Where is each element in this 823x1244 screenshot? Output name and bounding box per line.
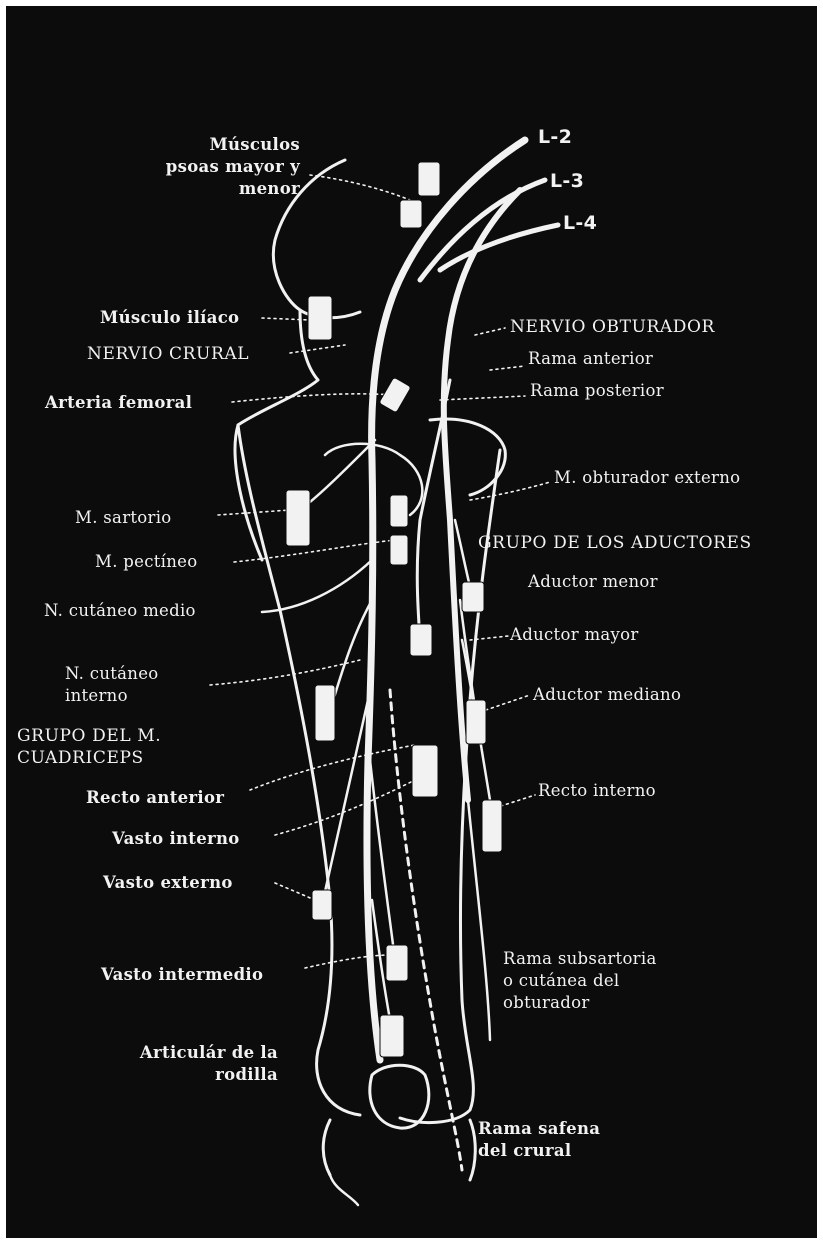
label-rama-anterior: Rama anterior	[528, 348, 653, 370]
label-grupo-aductores: GRUPO DE LOS ADUCTORES	[478, 532, 752, 554]
label-nervio-crural: NERVIO CRURAL	[87, 343, 249, 365]
label-arteria-femoral: Arteria femoral	[45, 392, 192, 414]
branch-vasto-intermedio	[370, 760, 395, 960]
label-rama-safena: Rama safena del crural	[478, 1118, 600, 1162]
label-aductor-mayor: Aductor mayor	[510, 624, 639, 646]
label-rama-subsartoria: Rama subsartoria o cutánea del obturador	[503, 948, 657, 1014]
muscle-articular-block	[380, 1015, 404, 1057]
label-aductor-menor: Aductor menor	[528, 571, 658, 593]
label-nervio-obturador: NERVIO OBTURADOR	[510, 316, 715, 338]
root-l3-label: L-3	[550, 170, 584, 192]
label-musculo-iliaco: Músculo ilíaco	[100, 307, 239, 329]
label-m-obturador-externo: M. obturador externo	[554, 467, 740, 489]
label-musculos-psoas: Músculos psoas mayor y menor	[120, 134, 300, 200]
label-recto-interno: Recto interno	[538, 780, 656, 802]
branch-cutaneo-interno	[330, 600, 372, 710]
muscle-femoral-block	[379, 377, 411, 413]
muscle-aductor-mayor-block	[410, 624, 432, 656]
muscle-aductor-menor-block	[462, 582, 484, 612]
label-vasto-interno: Vasto interno	[112, 828, 240, 850]
label-n-cutaneo-interno: N. cutáneo interno	[65, 663, 159, 707]
muscle-aductor-mediano-block	[466, 700, 486, 744]
label-recto-anterior: Recto anterior	[86, 787, 224, 809]
tibia-left	[323, 1120, 330, 1175]
label-n-cutaneo-medio: N. cutáneo medio	[44, 600, 196, 622]
branch-to-sartorius	[300, 440, 375, 510]
label-vasto-intermedio: Vasto intermedio	[101, 964, 263, 986]
root-l4-label: L-4	[563, 212, 597, 234]
root-l2-label: L-2	[538, 126, 572, 148]
tibia-right	[470, 1120, 475, 1180]
label-m-sartorio: M. sartorio	[75, 507, 172, 529]
muscle-vasto-intermedio-block	[386, 945, 408, 981]
muscle-iliaco-block	[308, 296, 332, 340]
label-m-pectineo: M. pectíneo	[95, 551, 198, 573]
muscle-vasto-externo-block	[312, 890, 332, 920]
label-grupo-cuadriceps: GRUPO DEL M. CUADRICEPS	[17, 725, 161, 769]
muscle-sartorio-block	[286, 490, 310, 546]
label-aductor-mediano: Aductor mediano	[533, 684, 681, 706]
muscle-vasto-interno-block	[412, 745, 438, 797]
muscle-psoas-block-2	[400, 200, 422, 228]
muscle-pectineo-block-2	[390, 535, 408, 565]
branch-knee-left	[330, 1175, 358, 1205]
muscle-pectineo-block	[390, 495, 408, 527]
muscle-psoas-block	[418, 162, 440, 196]
label-rama-posterior: Rama posterior	[530, 380, 664, 402]
label-vasto-externo: Vasto externo	[103, 872, 233, 894]
l4-root	[440, 225, 558, 270]
label-articular-rodilla: Articulár de la rodilla	[90, 1042, 278, 1086]
muscle-recto-interno-block	[482, 800, 502, 852]
muscle-recto-anterior-block	[315, 685, 335, 741]
